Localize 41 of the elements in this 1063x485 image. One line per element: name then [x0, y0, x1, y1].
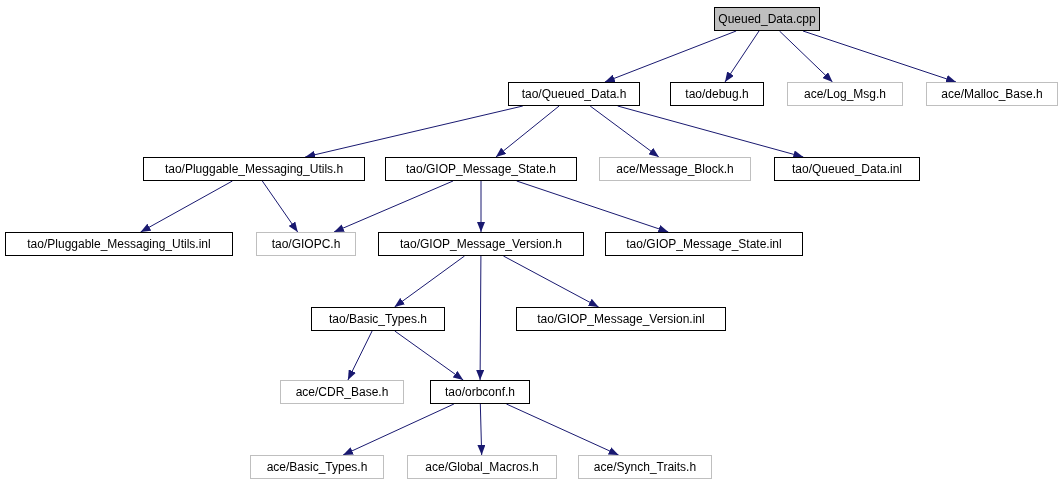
file-box: tao/GIOP_Message_State.h [385, 157, 577, 181]
file-box: tao/debug.h [670, 82, 764, 106]
arrow [495, 105, 560, 158]
arrow [140, 180, 233, 233]
arrow [304, 105, 524, 159]
file-box: ace/Malloc_Base.h [926, 82, 1058, 106]
arrow [333, 180, 454, 233]
arrow [342, 403, 455, 456]
arrow [724, 30, 760, 83]
arrow [779, 30, 833, 83]
file-box: ace/Synch_Traits.h [578, 455, 712, 479]
file-box: ace/Log_Msg.h [787, 82, 903, 106]
file-box: ace/Global_Macros.h [407, 455, 557, 479]
arrow [589, 105, 660, 158]
arrow [261, 180, 299, 233]
file-box: ace/CDR_Base.h [280, 380, 404, 404]
arrow [502, 255, 600, 308]
file-box: tao/Pluggable_Messaging_Utils.inl [5, 232, 233, 256]
arrow [477, 180, 485, 233]
arrow [604, 30, 737, 83]
arrow [505, 403, 620, 456]
file-box: tao/Basic_Types.h [311, 307, 445, 331]
file-box: ace/Message_Block.h [599, 157, 751, 181]
arrow [516, 180, 669, 233]
arrow [476, 255, 485, 381]
file-box: tao/GIOP_Message_Version.inl [516, 307, 726, 331]
file-box: tao/GIOPC.h [256, 232, 356, 256]
file-box: tao/GIOP_Message_State.inl [605, 232, 803, 256]
arrow [477, 403, 486, 456]
file-box: tao/orbconf.h [430, 380, 530, 404]
arrow [347, 330, 373, 381]
file-box: tao/Queued_Data.h [508, 82, 640, 106]
arrow [394, 330, 464, 381]
file-box: tao/Queued_Data.inl [774, 157, 920, 181]
arrow [394, 255, 465, 308]
file-box: Queued_Data.cpp [714, 7, 820, 31]
arrow [802, 30, 957, 83]
file-box: ace/Basic_Types.h [250, 455, 384, 479]
arrow [617, 105, 804, 159]
file-box: tao/Pluggable_Messaging_Utils.h [143, 157, 365, 181]
file-box: tao/GIOP_Message_Version.h [378, 232, 584, 256]
